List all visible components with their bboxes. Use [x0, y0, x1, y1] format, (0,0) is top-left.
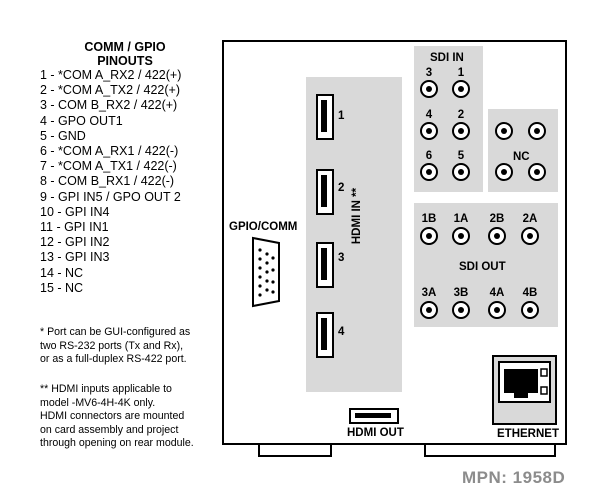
footnote-line: through opening on rear module. — [40, 437, 194, 449]
ethernet-label: ETHERNET — [497, 428, 559, 440]
bnc-connector-icon — [420, 80, 438, 98]
bnc-connector-icon — [420, 122, 438, 140]
hdmi-in-number: 2 — [338, 182, 345, 194]
pinout-title: COMM / GPIO PINOUTS — [40, 40, 210, 68]
hdmi-out-connector — [349, 408, 399, 424]
pin-12: 12 - GPI IN2 — [40, 235, 110, 250]
hdmi-in-number: 4 — [338, 326, 345, 338]
sdi-out-number: 2B — [489, 213, 505, 225]
pin-8: 8 - COM B_RX1 / 422(-) — [40, 174, 175, 189]
pin-list: 1 - *COM A_RX2 / 422(+) 2 - *COM A_TX2 /… — [40, 68, 181, 296]
bnc-connector-icon — [420, 301, 438, 319]
bnc-connector-icon — [521, 301, 539, 319]
bnc-connector-icon — [495, 163, 513, 181]
footnote-port-config: * Port can be GUI-configured as two RS-2… — [40, 326, 222, 367]
hdmi-in-connector-4 — [316, 312, 334, 358]
hdmi-in-number: 3 — [338, 252, 345, 264]
pin-2: 2 - *COM A_TX2 / 422(+) — [40, 83, 180, 98]
gpio-comm-label: GPIO/COMM — [229, 221, 298, 233]
bnc-connector-icon — [452, 227, 470, 245]
pin-11: 11 - GPI IN1 — [40, 220, 109, 235]
nc-label: NC — [513, 151, 530, 163]
sdi-in-number: 5 — [457, 150, 465, 162]
pin-7: 7 - *COM A_TX1 / 422(-) — [40, 159, 177, 174]
hdmi-in-connector-1 — [316, 94, 334, 140]
footnote-line: ** HDMI inputs applicable to — [40, 383, 172, 395]
pinout-title-line2: PINOUTS — [97, 54, 153, 68]
footnote-line: model -MV6-4H-4K only. — [40, 396, 156, 409]
rj45-ethernet-jack-icon — [498, 361, 551, 403]
sdi-out-label: SDI OUT — [459, 261, 506, 273]
pin-6: 6 - *COM A_RX1 / 422(-) — [40, 144, 179, 159]
sdi-out-number: 4A — [489, 287, 505, 299]
footnote-line: HDMI connectors are mounted — [40, 410, 185, 422]
pin-10: 10 - GPI IN4 — [40, 204, 110, 219]
bnc-connector-icon — [528, 163, 546, 181]
bnc-connector-icon — [488, 227, 506, 245]
db15-connector-icon — [252, 236, 280, 308]
pin-13: 13 - GPI IN3 — [40, 250, 110, 265]
hdmi-in-connector-2 — [316, 169, 334, 215]
bnc-connector-icon — [420, 163, 438, 181]
sdi-in-number: 1 — [457, 67, 465, 79]
panel-bottom-tab — [258, 445, 332, 457]
sdi-out-number: 1B — [421, 213, 437, 225]
hdmi-in-number: 1 — [338, 110, 345, 122]
bnc-connector-icon — [521, 227, 539, 245]
bnc-connector-icon — [420, 227, 438, 245]
pin-14: 14 - NC — [40, 265, 84, 280]
footnote-line: * Port can be GUI-configured as — [40, 326, 191, 338]
sdi-in-number: 6 — [425, 150, 433, 162]
sdi-in-number: 2 — [457, 109, 465, 121]
sdi-in-number: 4 — [425, 109, 433, 121]
sdi-in-number: 3 — [425, 67, 433, 79]
footnote-line: on card assembly and project — [40, 423, 179, 436]
pin-15: 15 - NC — [40, 280, 84, 295]
sdi-out-number: 3A — [421, 287, 437, 299]
pin-3: 3 - COM B_RX2 / 422(+) — [40, 98, 178, 113]
sdi-out-number: 2A — [522, 213, 538, 225]
pin-4: 4 - GPO OUT1 — [40, 113, 123, 128]
mpn-label: MPN: 1958D — [462, 468, 566, 487]
bnc-connector-icon — [452, 301, 470, 319]
hdmi-out-label: HDMI OUT — [347, 427, 404, 439]
bnc-connector-icon — [452, 80, 470, 98]
sdi-out-number: 3B — [453, 287, 469, 299]
footnote-hdmi: ** HDMI inputs applicable to model -MV6-… — [40, 383, 222, 451]
bnc-connector-icon — [452, 122, 470, 140]
bnc-connector-icon — [452, 163, 470, 181]
panel-bottom-tab — [424, 445, 556, 457]
bnc-connector-icon — [528, 122, 546, 140]
pinout-title-line1: COMM / GPIO — [84, 40, 166, 54]
pin-1: 1 - *COM A_RX2 / 422(+) — [40, 68, 182, 82]
pin-5: 5 - GND — [40, 128, 86, 143]
sdi-out-number: 1A — [453, 213, 469, 225]
bnc-connector-icon — [488, 301, 506, 319]
sdi-in-label: SDI IN — [430, 52, 464, 64]
hdmi-in-connector-3 — [316, 242, 334, 288]
footnote-line: or as a full-duplex RS-422 port. — [40, 353, 187, 365]
footnote-line: two RS-232 ports (Tx and Rx), — [40, 339, 184, 352]
sdi-out-number: 4B — [522, 287, 538, 299]
hdmi-in-label: HDMI IN ** — [351, 187, 363, 245]
bnc-connector-icon — [495, 122, 513, 140]
pin-9: 9 - GPI IN5 / GPO OUT 2 — [40, 189, 181, 204]
